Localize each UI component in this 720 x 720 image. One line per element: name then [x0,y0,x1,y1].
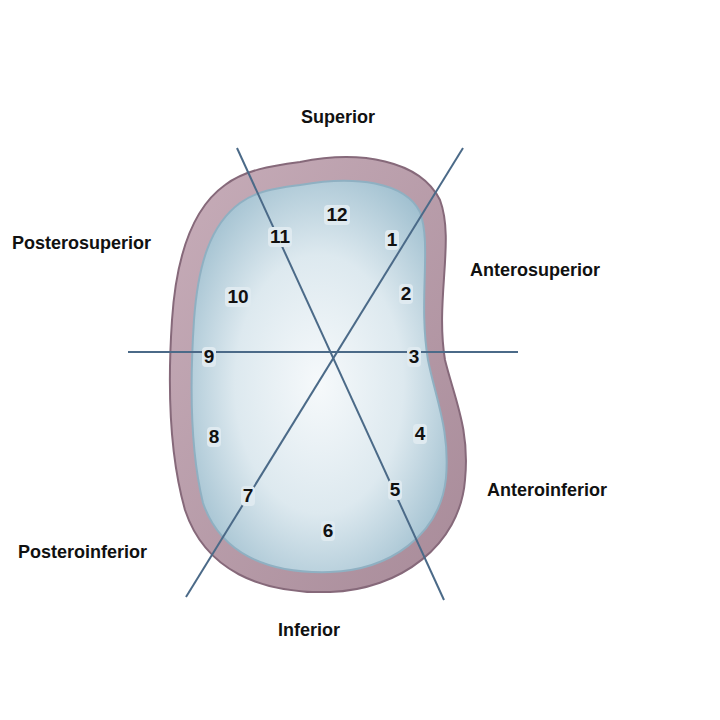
clock-number: 8 [207,427,222,447]
clock-number: 7 [241,486,256,506]
clock-number: 9 [202,347,217,367]
clock-number: 4 [413,424,428,444]
clock-number: 11 [268,227,292,247]
region-label: Posterosuperior [12,233,151,254]
region-label: Anteroinferior [487,480,607,501]
region-label: Posteroinferior [18,542,147,563]
region-label: Anterosuperior [470,260,600,281]
clock-number: 10 [225,287,250,307]
glenoid-cartilage [192,181,447,572]
clock-number: 2 [399,284,414,304]
axis-line [186,148,463,597]
clock-number: 5 [388,480,403,500]
region-label: Inferior [278,620,340,641]
axis-line [128,351,518,353]
region-label: Superior [301,107,375,128]
clock-number: 3 [407,347,422,367]
clock-number: 1 [385,230,400,250]
glenoid-rim [170,157,466,592]
clock-number: 12 [324,205,349,225]
clock-number: 6 [321,521,336,541]
axis-line [237,148,444,600]
